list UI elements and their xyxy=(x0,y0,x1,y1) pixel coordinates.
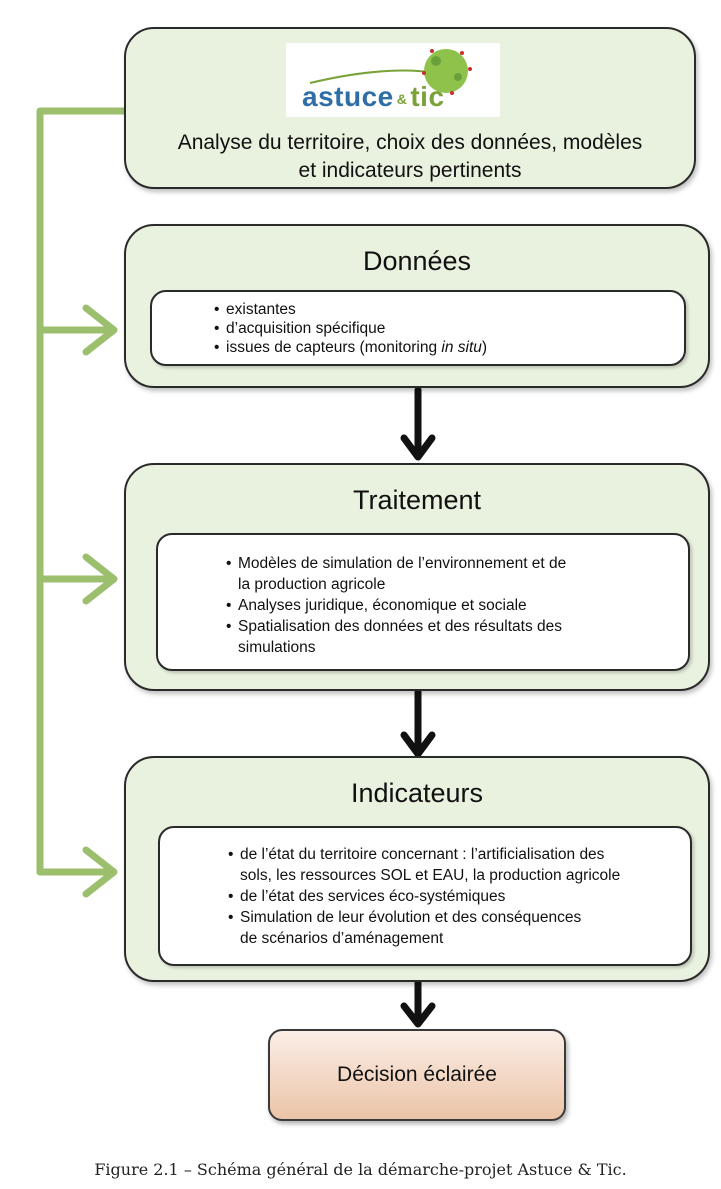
donnees-item-text: issues de capteurs (monitoring xyxy=(226,339,442,356)
logo-wordmark: astuce&tic xyxy=(302,81,445,113)
donnees-item-text-end: ) xyxy=(481,339,488,356)
feedback-line xyxy=(36,107,128,876)
analysis-text-line-1: Analyse du territoire, choix des données… xyxy=(177,131,643,154)
decision-box: Décision éclairée xyxy=(268,1029,566,1121)
traitement-item-line: Spatialisation des données et des résult… xyxy=(238,618,562,635)
flow-arrows xyxy=(400,386,436,1028)
indicateurs-item: Simulation de leur évolution et des cons… xyxy=(228,907,690,949)
flow-arrow-3-head xyxy=(400,1002,436,1028)
indicateurs-item-line: de scénarios d’aménagement xyxy=(240,930,444,947)
logo-graphic xyxy=(309,49,472,95)
indicateurs-item-line: Simulation de leur évolution et des cons… xyxy=(240,909,582,926)
indicateurs-item-line: de l’état des services éco-systémiques xyxy=(240,888,506,905)
figure-caption: Figure 2.1 – Schéma général de la démarc… xyxy=(94,1160,627,1179)
traitement-item-line: la production agricole xyxy=(238,576,386,593)
indicateurs-item: de l’état des services éco-systémiques xyxy=(228,886,690,907)
donnees-list: existantes d’acquisition spécifique issu… xyxy=(214,300,684,357)
donnees-item: issues de capteurs (monitoring in situ) xyxy=(214,338,684,357)
donnees-item-text: d’acquisition spécifique xyxy=(226,320,386,337)
donnees-list-panel: existantes d’acquisition spécifique issu… xyxy=(150,290,686,366)
traitement-item-line: Analyses juridique, économique et social… xyxy=(238,597,527,614)
logo-word-tic: tic xyxy=(410,81,445,112)
flow-arrow-1-head xyxy=(400,434,436,461)
indicateurs-item-line: de l’état du territoire concernant : l’a… xyxy=(240,846,605,863)
donnees-item-text: existantes xyxy=(226,301,296,318)
indicateurs-list: de l’état du territoire concernant : l’a… xyxy=(228,844,690,949)
astuce-tic-logo: astuce&tic xyxy=(286,43,500,117)
traitement-item: Spatialisation des données et des résult… xyxy=(226,616,688,658)
indicateurs-item: de l’état du territoire concernant : l’a… xyxy=(228,844,690,886)
traitement-list-panel: Modèles de simulation de l’environnement… xyxy=(156,533,690,671)
analysis-text: Analyse du territoire, choix des données… xyxy=(126,129,694,185)
traitement-item-line: Modèles de simulation de l’environnement… xyxy=(238,555,567,572)
analysis-text-line-2: et indicateurs pertinents xyxy=(298,159,522,182)
traitement-title: Traitement xyxy=(352,485,482,515)
feedback-arrows xyxy=(36,107,128,898)
traitement-list: Modèles de simulation de l’environnement… xyxy=(226,553,688,658)
feedback-arrow-donnees-head xyxy=(82,304,118,356)
logo-word-astuce: astuce xyxy=(302,81,394,112)
traitement-item: Modèles de simulation de l’environnement… xyxy=(226,553,688,595)
indicateurs-item-line: sols, les ressources SOL et EAU, la prod… xyxy=(240,867,621,884)
donnees-title: Données xyxy=(362,246,472,276)
donnees-item: d’acquisition spécifique xyxy=(214,319,684,338)
donnees-item-italic: in situ xyxy=(441,339,482,356)
traitement-item-line: simulations xyxy=(238,639,316,656)
flow-arrow-2-head xyxy=(400,731,436,758)
analysis-box: astuce&tic Analyse du territoire, choix … xyxy=(124,27,696,189)
logo-ampersand: & xyxy=(396,90,408,107)
indicateurs-list-panel: de l’état du territoire concernant : l’a… xyxy=(158,826,692,966)
indicateurs-box: Indicateurs de l’état du territoire conc… xyxy=(124,756,710,982)
feedback-arrow-indicateurs-head xyxy=(82,846,118,898)
donnees-item: existantes xyxy=(214,300,684,319)
traitement-box: Traitement Modèles de simulation de l’en… xyxy=(124,463,710,691)
donnees-box: Données existantes d’acquisition spécifi… xyxy=(124,224,710,388)
feedback-arrow-traitement-head xyxy=(82,553,118,605)
traitement-item: Analyses juridique, économique et social… xyxy=(226,595,688,616)
indicateurs-title: Indicateurs xyxy=(350,778,484,808)
